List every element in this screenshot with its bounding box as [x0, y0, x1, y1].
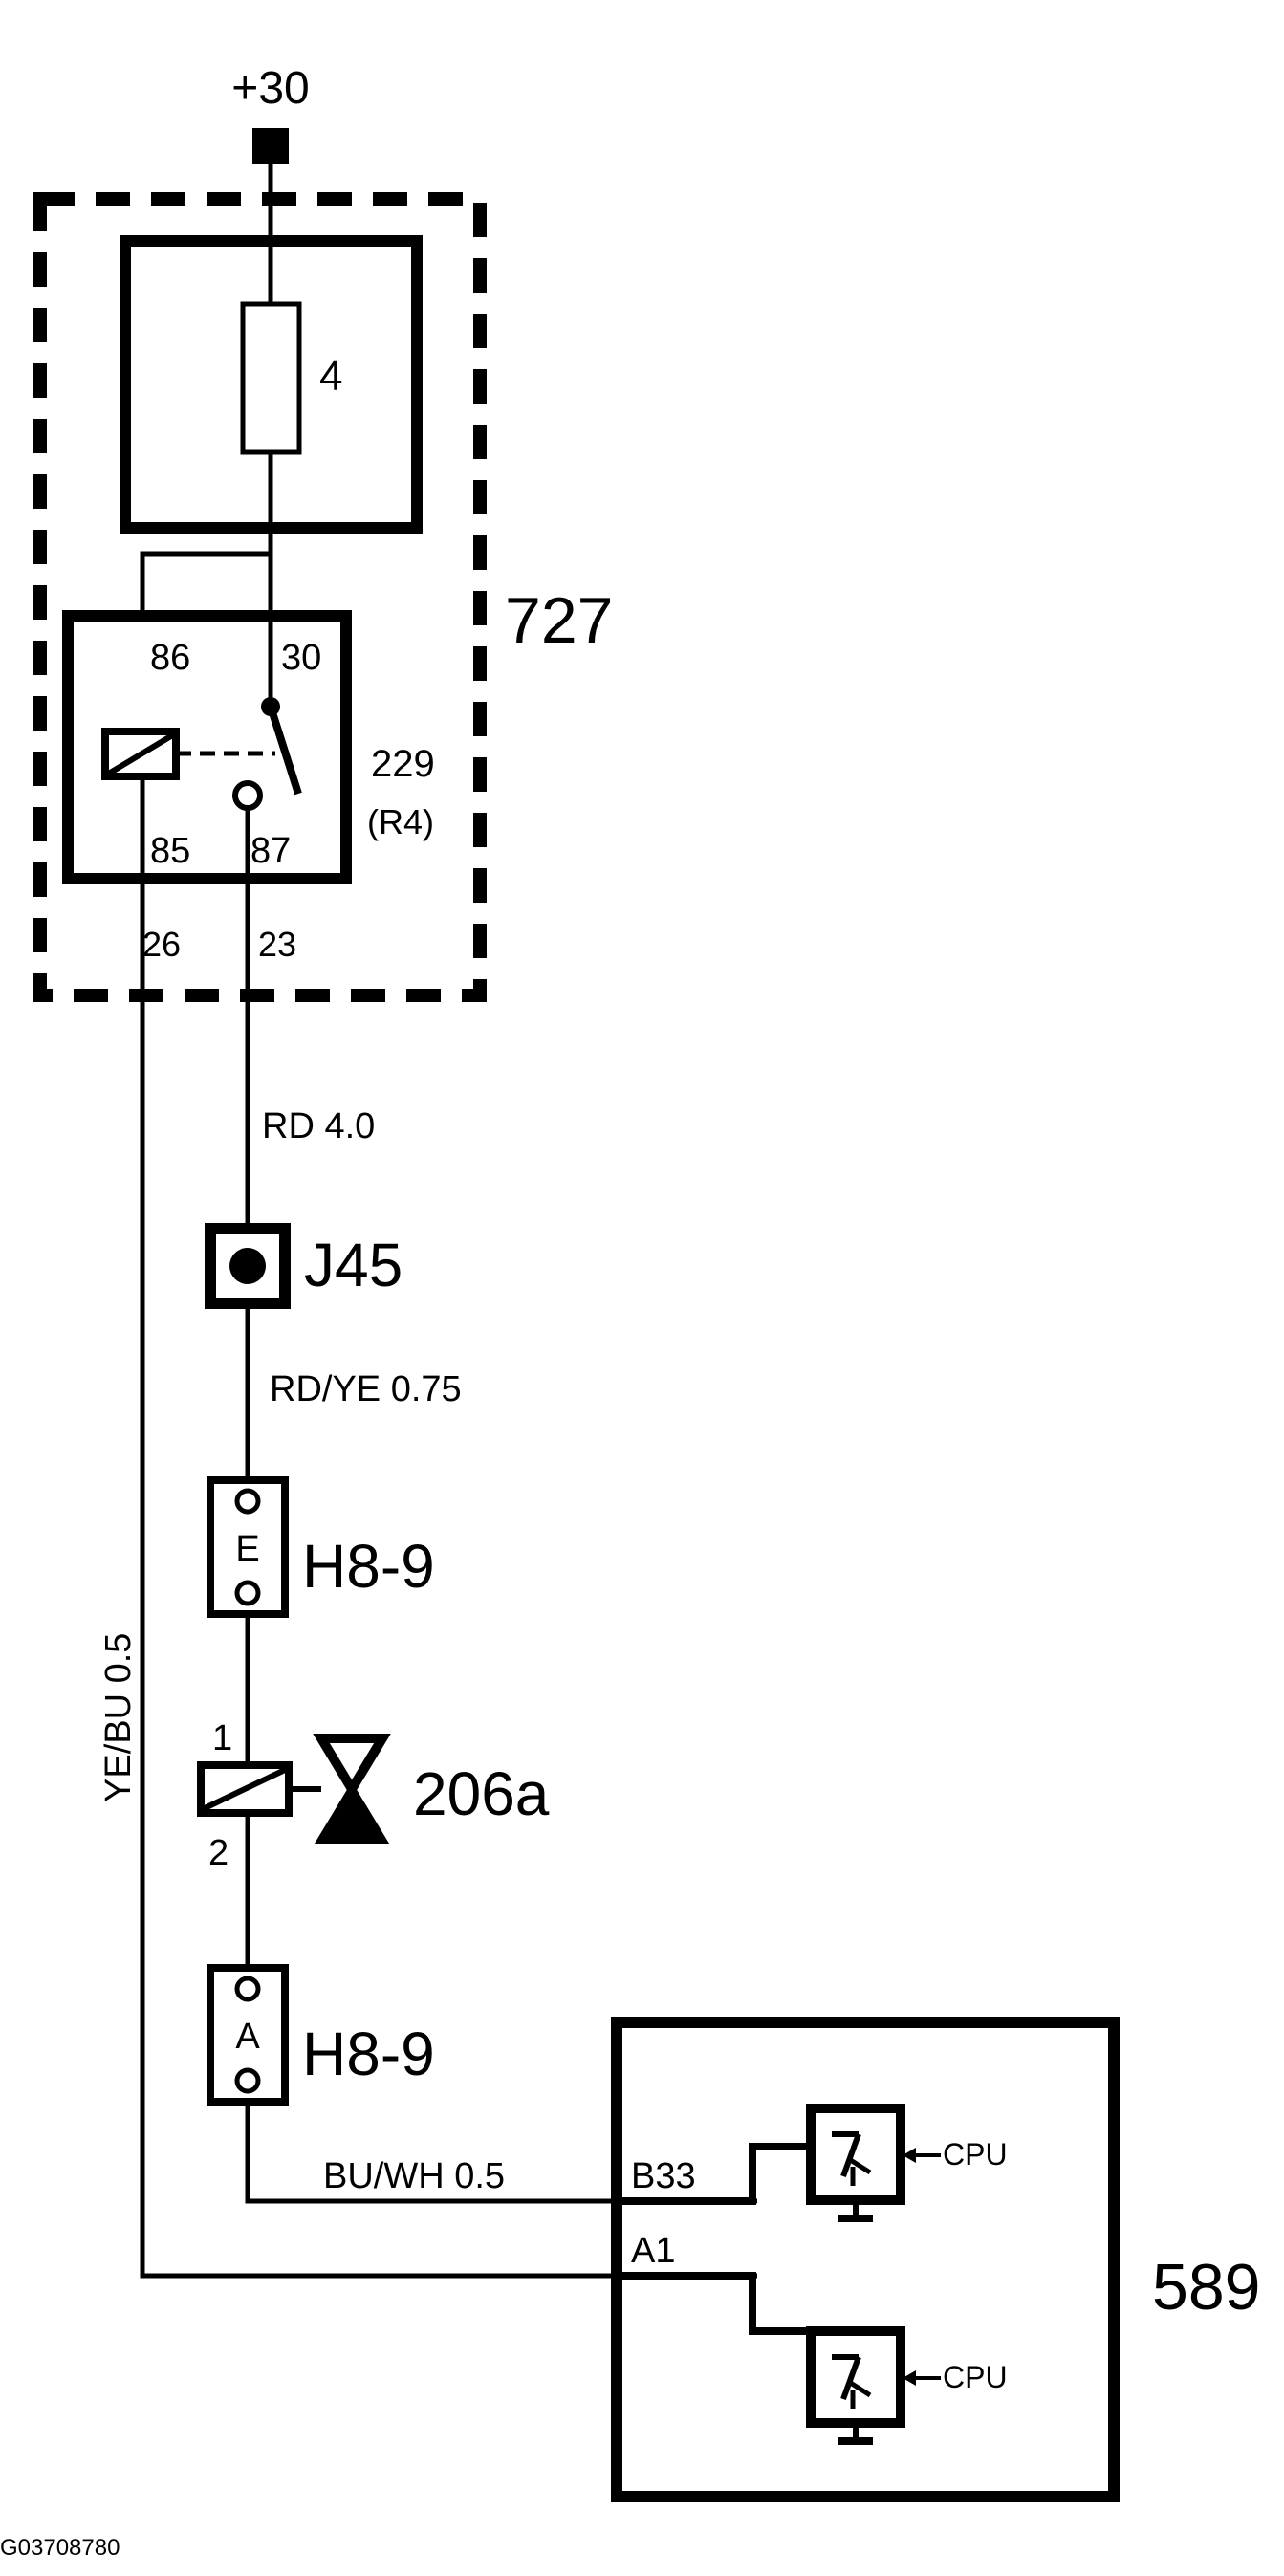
valve-pin-2: 2 [208, 1833, 229, 1873]
wire-rdye-label: RD/YE 0.75 [270, 1369, 462, 1409]
valve-solenoid-icon [197, 1761, 321, 1817]
ecu-pin-a1: A1 [631, 2231, 675, 2271]
valve-icon [313, 1734, 391, 1844]
wire-rd-label: RD 4.0 [262, 1106, 375, 1146]
ecu-589 [611, 2017, 1120, 2502]
relay-pin-86: 86 [150, 638, 190, 678]
b33-internal-wire [617, 2143, 811, 2205]
connector-bottom-label: H8-9 [302, 2019, 435, 2088]
relay-box-outline [33, 192, 487, 1002]
box-pin-26: 26 [142, 925, 181, 964]
cpu-bottom-label: CPU [943, 2360, 1008, 2394]
pin86-feed-wire [140, 551, 271, 612]
valve-label: 206a [413, 1759, 550, 1828]
supply-terminal [252, 128, 289, 199]
relay-pin-87: 87 [250, 831, 291, 871]
fuse-icon [240, 301, 302, 455]
junction-j45-icon [205, 1223, 291, 1309]
a1-internal-wire [617, 2272, 811, 2335]
valve-pin-1: 1 [212, 1718, 232, 1758]
connector-top-label: H8-9 [302, 1532, 435, 1601]
relay-pin-30: 30 [281, 638, 321, 678]
junction-label: J45 [304, 1231, 403, 1299]
connector-top-pin: E [235, 1529, 259, 1569]
fuse-label: 4 [319, 353, 342, 400]
relay-subref: (R4) [367, 802, 434, 841]
cpu-top-label: CPU [943, 2137, 1008, 2172]
ecu-label: 589 [1152, 2251, 1260, 2324]
relay-coil-icon [101, 728, 180, 780]
supply-label: +30 [231, 63, 309, 114]
yebu-wire [140, 776, 757, 2279]
relay-229 [62, 610, 352, 884]
processor-bottom-icon [806, 2326, 941, 2445]
wire-buwh-label: BU/WH 0.5 [323, 2156, 505, 2196]
ecu-pin-b33: B33 [631, 2156, 696, 2196]
relay-number: 229 [371, 743, 435, 785]
relay-pin-85: 85 [150, 831, 190, 871]
connector-bottom-pin: A [235, 2017, 260, 2057]
figure-code: G03708780 [0, 2535, 120, 2561]
wire-yebu-label: YE/BU 0.5 [98, 1633, 139, 1802]
connector-bottom-icon [207, 1964, 289, 2106]
relay-switch-icon [232, 557, 302, 811]
connector-top-icon [207, 1476, 289, 1618]
relay-box-label: 727 [505, 584, 613, 657]
box-pin-23: 23 [258, 925, 296, 964]
processor-top-icon [806, 2104, 941, 2222]
